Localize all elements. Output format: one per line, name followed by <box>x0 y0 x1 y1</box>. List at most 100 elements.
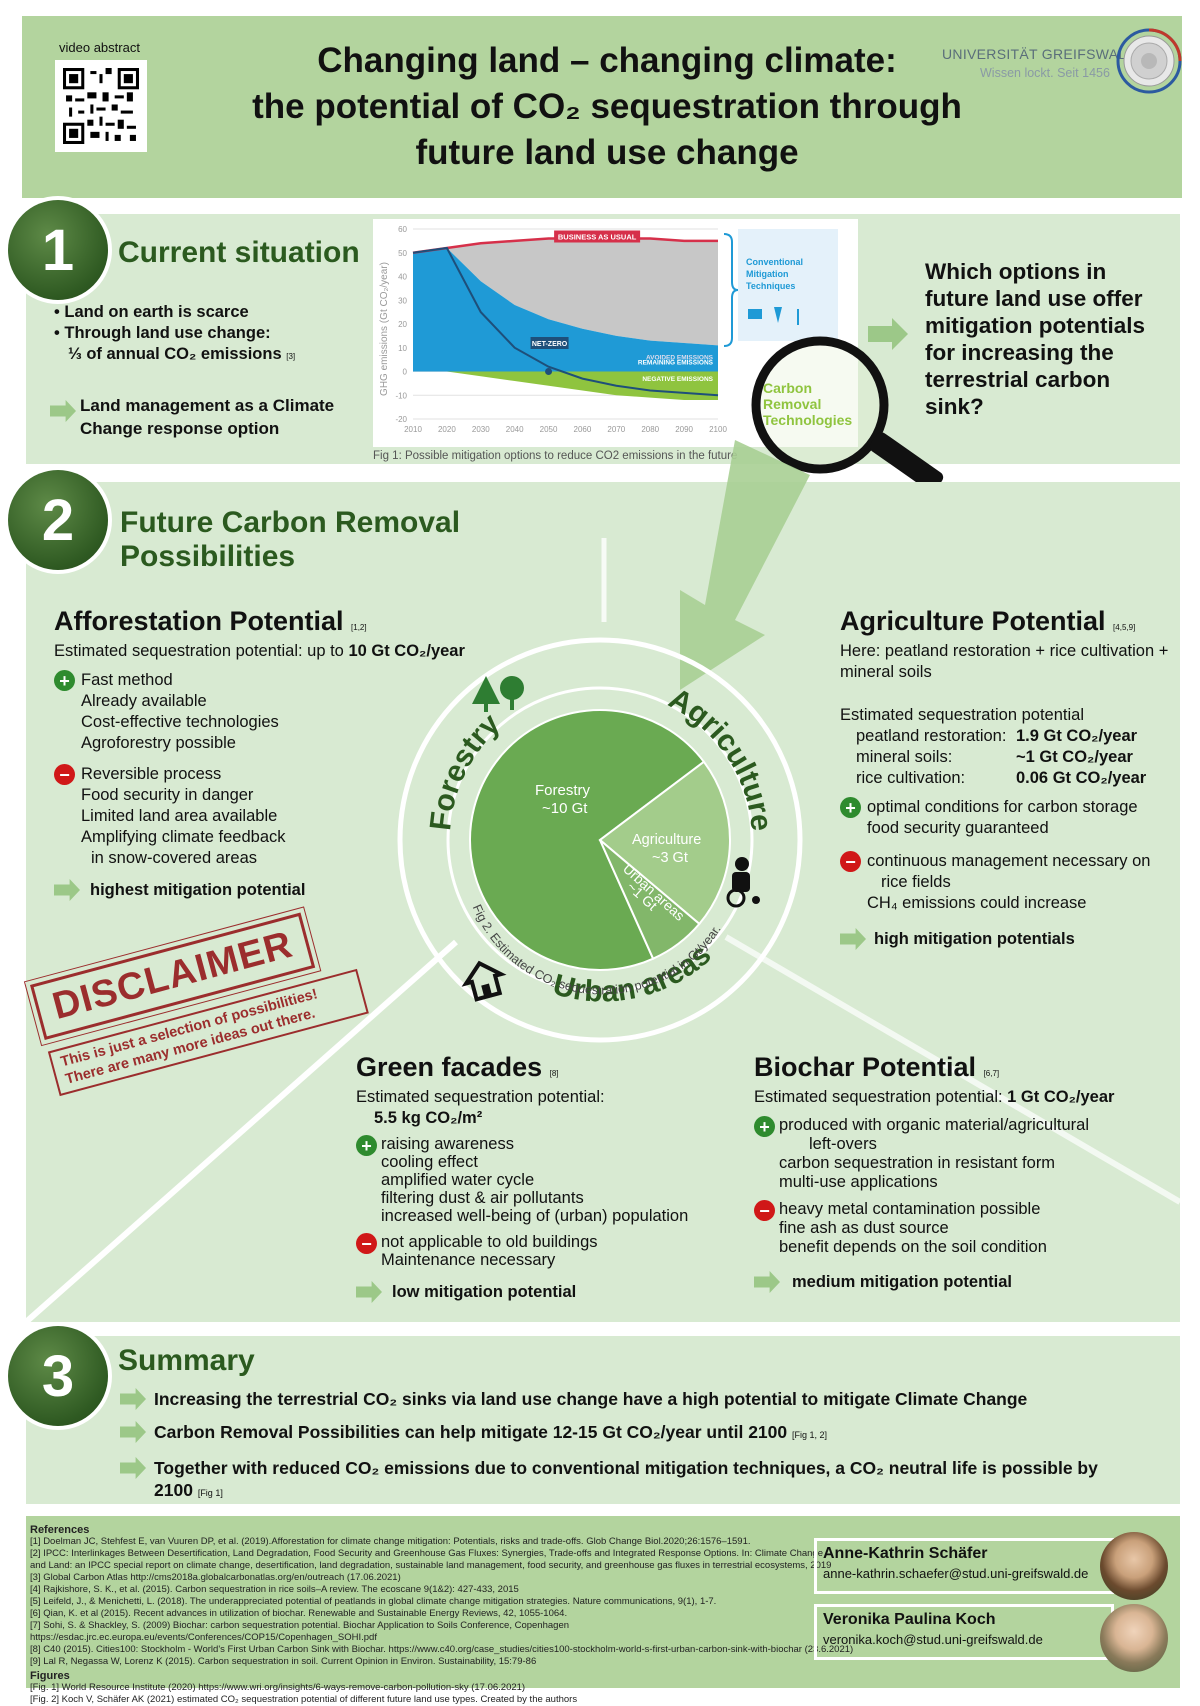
y-tick-label: 30 <box>398 296 407 305</box>
house-icon <box>461 960 507 1002</box>
section-3-title: Summary <box>118 1344 255 1377</box>
power-icon <box>774 307 782 323</box>
pie-slice-forestry <box>469 709 706 971</box>
magnifier-icon <box>740 320 1000 492</box>
agriculture-cons: − continuous management necessary on ric… <box>840 851 1180 914</box>
biochar-title: Biochar Potential [6,7] <box>754 1052 1000 1082</box>
y-tick-label: 20 <box>398 320 407 329</box>
sequestration-pie: Forestry Agriculture Urban areas Fig 2. … <box>390 630 810 1050</box>
plus-icon: + <box>754 1116 775 1137</box>
biochar-conclusion: medium mitigation potential <box>754 1271 1174 1293</box>
agriculture-title: Agriculture Potential [4,5,9] <box>840 606 1136 636</box>
y-tick-label: 10 <box>398 344 407 353</box>
x-tick-label: 2040 <box>506 425 524 434</box>
page-title: Changing land – changing climate: the po… <box>192 38 1022 176</box>
reference-item: [3] Global Carbon Atlas http://cms2018a.… <box>30 1572 401 1583</box>
green-facades-title: Green facades [8] <box>356 1052 559 1082</box>
author-1-email[interactable]: anne-kathrin.schaefer@stud.uni-greifswal… <box>823 1566 1089 1581</box>
x-tick-label: 2100 <box>709 425 727 434</box>
net-zero-point <box>545 368 553 375</box>
x-tick-label: 2050 <box>540 425 558 434</box>
biochar-block: Biochar Potential [6,7] Estimated seques… <box>754 1052 1174 1293</box>
section-1-number: 1 <box>8 200 108 300</box>
x-tick-label: 2090 <box>675 425 693 434</box>
title-line-2: the potential of CO₂ sequestration throu… <box>252 87 962 126</box>
afforestation-conclusion: highest mitigation potential <box>54 879 474 901</box>
section-1-conclusion: Land management as a Climate Change resp… <box>50 394 370 440</box>
green-facades-pros: + raising awareness cooling effect ampli… <box>356 1135 736 1225</box>
agriculture-here: Here: peatland restoration + rice cultiv… <box>840 642 1169 681</box>
section-1-arrow <box>868 318 908 350</box>
reference-item: https://esdac.jrc.ec.europa.eu/events/Co… <box>30 1632 377 1643</box>
arrow-icon <box>840 928 866 950</box>
conventional-panel-bg <box>738 229 838 341</box>
title-line-1: Changing land – changing climate: <box>317 41 897 80</box>
university-name: UNIVERSITÄT GREIFSWALD <box>942 46 1137 62</box>
summary-point-3: Together with reduced CO₂ emissions due … <box>120 1457 1120 1504</box>
green-facades-estimate: Estimated sequestration potential: <box>356 1088 605 1106</box>
green-facades-conclusion: low mitigation potential <box>356 1281 736 1303</box>
avoided-emissions-label: AVOIDED EMISSIONS <box>646 354 714 361</box>
summary-points: Increasing the terrestrial CO₂ sinks via… <box>120 1388 1120 1504</box>
reference-item: [8] C40 (2015). Cities100: Stockholm - W… <box>30 1644 854 1655</box>
pie-slice-urban <box>599 839 701 960</box>
arrow-icon <box>54 879 80 901</box>
pie-svg: Forestry Agriculture Urban areas Fig 2. … <box>397 637 803 1043</box>
afforestation-block: Afforestation Potential [1,2] Estimated … <box>54 606 474 901</box>
plus-icon: + <box>840 797 861 818</box>
green-facades-cons: − not applicable to old buildings Mainte… <box>356 1233 736 1269</box>
agriculture-conclusion: high mitigation potentials <box>840 928 1180 950</box>
author-card-1: Anne-Kathrin Schäfer anne-kathrin.schaef… <box>814 1538 1114 1594</box>
y-axis-label: GHG emissions (Gt CO₂/year) <box>379 262 390 396</box>
minus-icon: − <box>356 1233 377 1254</box>
conventional-label-word: Mitigation <box>746 269 789 279</box>
agriculture-estimate-label: Estimated sequestration potential <box>840 706 1084 724</box>
section-2-lines <box>24 538 1182 1325</box>
summary-point-2: Carbon Removal Possibilities can help mi… <box>120 1421 1120 1446</box>
conventional-label-word: Conventional <box>746 257 803 267</box>
reference-item: [5] Leifeld, J., & Menichetti, L. (2018)… <box>30 1596 717 1607</box>
figure-reference-item: [Fig. 1] World Resource Institute (2020)… <box>30 1682 526 1693</box>
qr-code[interactable] <box>55 60 147 152</box>
author-2-email[interactable]: veronika.koch@stud.uni-greifswald.de <box>823 1632 1043 1647</box>
university-tagline: Wissen lockt. Seit 1456 <box>980 66 1110 80</box>
y-tick-label: 0 <box>403 368 408 377</box>
section-3-panel <box>26 1336 1180 1504</box>
minus-icon: − <box>754 1200 775 1221</box>
reference-item: and Land: an IPCC special report on clim… <box>30 1560 832 1571</box>
biochar-pros: + produced with organic material/agricul… <box>754 1116 1174 1192</box>
reference-item: [1] Doelman JC, Stehfest E, van Vuuren D… <box>30 1536 751 1547</box>
reference-item: [6] Qian, K. et al (2015). Recent advanc… <box>30 1608 568 1619</box>
y-tick-label: 40 <box>398 273 407 282</box>
avoided-emissions-area <box>413 248 718 372</box>
arrow-icon <box>120 1421 146 1443</box>
pie-slice-agriculture <box>598 760 731 926</box>
arrow-icon <box>50 400 76 422</box>
solar-icon <box>748 309 762 319</box>
remaining-emissions-line <box>412 246 719 397</box>
minus-icon: − <box>54 764 75 785</box>
title-line-3: future land use change <box>415 133 799 172</box>
afforestation-estimate: Estimated sequestration potential: up to… <box>54 642 465 660</box>
agriculture-block: Agriculture Potential [4,5,9] Here: peat… <box>840 606 1180 950</box>
summary-point-1: Increasing the terrestrial CO₂ sinks via… <box>120 1388 1120 1410</box>
pie-forestry-label: Forestry <box>535 782 591 799</box>
x-tick-label: 2010 <box>404 425 422 434</box>
pie-agri-value: ~3 Gt <box>652 850 688 866</box>
reference-item: [2] IPCC: Interlinkages Between Desertif… <box>30 1548 823 1559</box>
x-tick-label: 2030 <box>472 425 490 434</box>
net-zero-label-bg <box>530 337 569 349</box>
afforestation-pros: + Fast method Already available Cost-eff… <box>54 670 474 754</box>
qr-code-icon <box>63 68 139 144</box>
video-abstract-label: video abstract <box>59 40 140 55</box>
author-2-name: Veronika Paulina Koch <box>823 1611 996 1628</box>
remaining-emissions-label: REMAINING EMISSIONS <box>638 359 714 366</box>
negative-emissions-label: NEGATIVE EMISSIONS <box>642 376 713 383</box>
plus-icon: + <box>54 670 75 691</box>
author-card-2: Veronika Paulina Koch veronika.koch@stud… <box>814 1604 1114 1660</box>
references-block: References [1] Doelman JC, Stehfest E, v… <box>30 1524 854 1706</box>
figures-list: [Fig. 1] World Resource Institute (2020)… <box>30 1682 820 1706</box>
big-pointer-arrow <box>640 440 840 700</box>
figure-reference-item: [Fig. 2] Koch V, Schäfer AK (2021) estim… <box>30 1694 578 1705</box>
